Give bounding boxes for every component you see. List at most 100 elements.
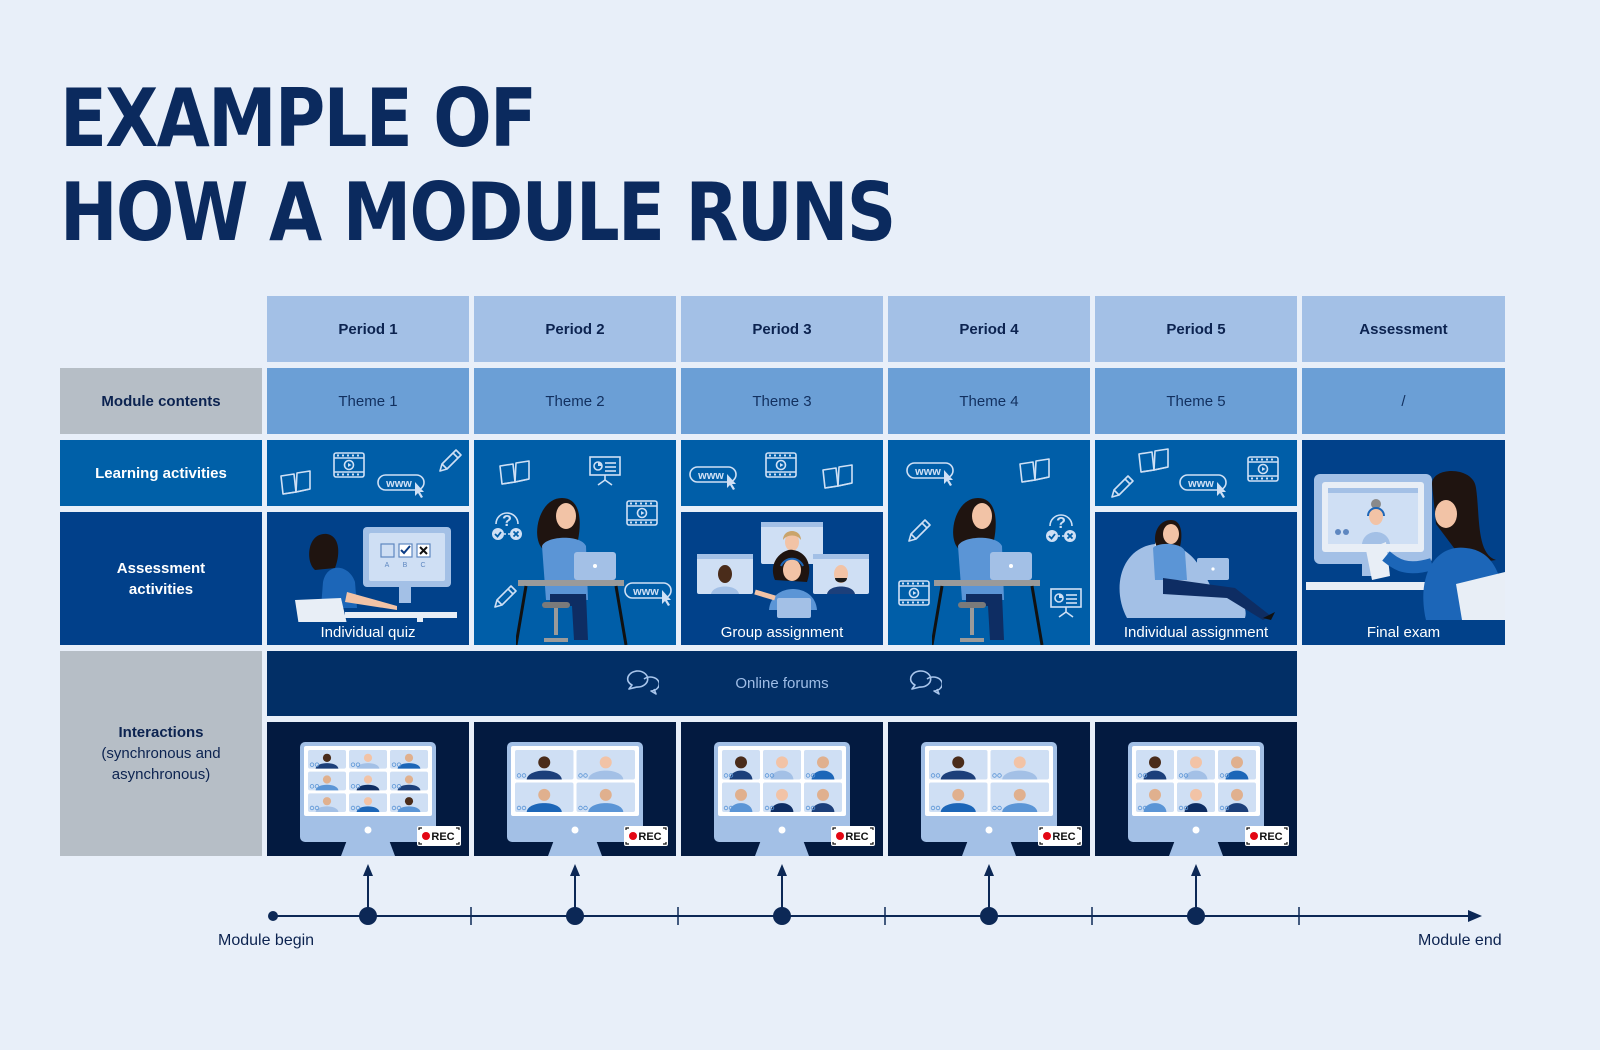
column-header-period-3: Period 3: [681, 296, 883, 362]
timeline-end-arrow: [1468, 910, 1482, 922]
interactions-sublabel-line-1: (synchronous and: [101, 745, 221, 762]
timeline-milestone: [773, 864, 791, 925]
page-title: EXAMPLE OF HOW A MODULE RUNS: [60, 72, 896, 260]
participant-tile: [349, 771, 387, 791]
pencil-icon: [437, 448, 463, 474]
video-icon: [333, 452, 365, 478]
assessment-label-line-2: activities: [128, 580, 194, 598]
row-label-learning-activities: Learning activities: [60, 440, 262, 506]
timeline-milestone: [980, 864, 998, 925]
timeline-start-dot: [268, 911, 278, 921]
video-call-monitor-icon: REC: [1128, 742, 1289, 856]
participant-tile: [722, 750, 760, 780]
video-call-period-4: REC: [888, 722, 1090, 856]
participant-tile: [1218, 750, 1256, 780]
learning-activities-period-5: [1095, 440, 1297, 506]
timeline-start-label: Module begin: [218, 932, 315, 949]
participant-tile: [1177, 750, 1215, 780]
participant-tile: [1177, 782, 1215, 812]
assessment-label-line-1: Assessment: [116, 559, 206, 577]
assessment-caption-period-3: Group assignment: [720, 624, 844, 641]
participant-tile: [929, 782, 988, 812]
quiz-option-c: C: [420, 562, 425, 569]
individual-assignment-illustration: [1119, 520, 1275, 620]
quiz-option-a: A: [385, 562, 390, 569]
rec-label: REC: [845, 831, 868, 843]
participant-tile: [576, 782, 635, 812]
row-label-module-contents: Module contents: [60, 368, 262, 434]
rec-badge: REC: [1038, 826, 1082, 846]
participant-tile: [804, 782, 842, 812]
www-link-icon: [906, 460, 958, 486]
participant-tile: [308, 793, 346, 812]
interactions-label: Interactions: [118, 724, 204, 741]
online-forums-label: Online forums: [735, 675, 829, 692]
www-link-icon: [689, 464, 741, 490]
participant-tile: [390, 750, 428, 769]
pencil-icon: [492, 584, 518, 610]
pencil-icon: [906, 518, 932, 544]
video-call-monitor-icon: REC: [300, 742, 461, 856]
participant-tile: [515, 782, 574, 812]
timeline-milestone: [566, 864, 584, 925]
rec-badge: REC: [417, 826, 461, 846]
content-theme-2: Theme 2: [474, 368, 676, 434]
column-header-period-2: Period 2: [474, 296, 676, 362]
row-label-interactions: Interactions (synchronous and asynchrono…: [60, 651, 262, 856]
assessment-caption-final-exam: Final exam: [1366, 624, 1441, 641]
participant-tile: [804, 750, 842, 780]
interactions-sublabel-line-2: asynchronous): [111, 766, 211, 783]
column-header-period-5: Period 5: [1095, 296, 1297, 362]
participant-tile: [349, 750, 387, 769]
participant-tile: [390, 793, 428, 812]
rec-label: REC: [431, 831, 454, 843]
title-line-1: EXAMPLE OF: [60, 72, 537, 165]
presentation-icon: [589, 456, 621, 486]
column-header-period-4: Period 4: [888, 296, 1090, 362]
content-theme-1: Theme 1: [267, 368, 469, 434]
rec-label: REC: [1259, 831, 1282, 843]
participant-tile: [308, 771, 346, 791]
assessment-period-3: Group assignment: [681, 512, 883, 645]
column-header-assessment: Assessment: [1302, 296, 1505, 362]
video-call-period-1: REC: [267, 722, 469, 856]
assessment-caption-period-1: Individual quiz: [320, 624, 416, 641]
timeline-milestone: [359, 864, 377, 925]
content-theme-5: Theme 5: [1095, 368, 1297, 434]
participant-tile: [763, 782, 801, 812]
final-exam-illustration: [1306, 470, 1505, 620]
participant-tile: [308, 750, 346, 769]
video-call-period-5: REC: [1095, 722, 1297, 856]
content-theme-3: Theme 3: [681, 368, 883, 434]
chat-bubbles-icon: [908, 669, 942, 695]
video-call-period-2: REC: [474, 722, 676, 856]
pencil-icon: [1109, 474, 1135, 500]
www-link-icon: [377, 472, 429, 498]
video-icon: [898, 580, 930, 606]
book-icon: [1018, 458, 1052, 484]
participant-tile: [515, 750, 574, 780]
student-at-desk-illustration: [516, 498, 628, 645]
participant-tile: [990, 782, 1049, 812]
learning-activities-period-1: [267, 440, 469, 506]
quiz-option-b: B: [403, 562, 408, 569]
participant-tile: [1136, 782, 1174, 812]
participant-tile: [349, 793, 387, 812]
row-label-assessment-activities: Assessment activities: [60, 512, 262, 645]
book-icon: [821, 464, 855, 490]
chat-bubbles-icon: [625, 669, 659, 695]
video-icon: [1247, 456, 1279, 482]
video-call-monitor-icon: REC: [507, 742, 668, 856]
participant-tile: [990, 750, 1049, 780]
rec-badge: REC: [831, 826, 875, 846]
participant-tile: [390, 771, 428, 791]
assessment-period-1: A B C Individual quiz: [267, 512, 469, 645]
video-icon: [765, 452, 797, 478]
participant-tile: [929, 750, 988, 780]
assessment-period-5: Individual assignment: [1095, 512, 1297, 645]
video-call-period-3: REC: [681, 722, 883, 856]
book-icon: [279, 470, 313, 496]
content-assessment: /: [1302, 368, 1505, 434]
participant-tile: [1218, 782, 1256, 812]
book-icon: [1137, 448, 1171, 474]
